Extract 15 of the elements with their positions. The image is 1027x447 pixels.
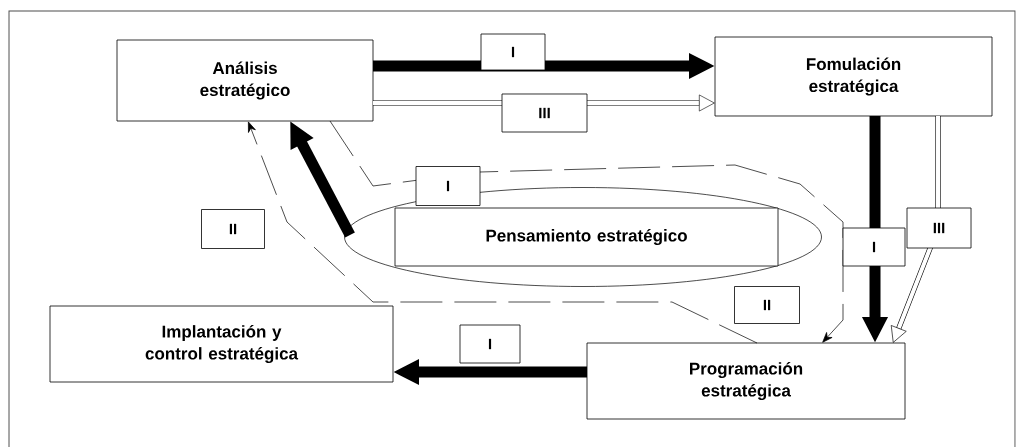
edge-label: III [906,207,972,249]
process-box: Implantación y control estratégica [49,305,394,383]
process-box: Análisis estratégico [116,39,374,122]
edge-label: I [480,33,546,71]
process-box: Programación estratégica [586,342,906,420]
edge-label: III [501,93,588,133]
route-arrow [248,121,758,344]
edge-label: I [415,166,481,206]
label-box: II [734,286,800,324]
process-box: Fomulación estratégica [714,36,993,117]
edge-label: II [201,209,265,249]
edge-label: I [842,227,906,267]
route-arrow [329,120,844,343]
edge-label: I [459,324,521,364]
ellipse-shape [344,187,822,287]
